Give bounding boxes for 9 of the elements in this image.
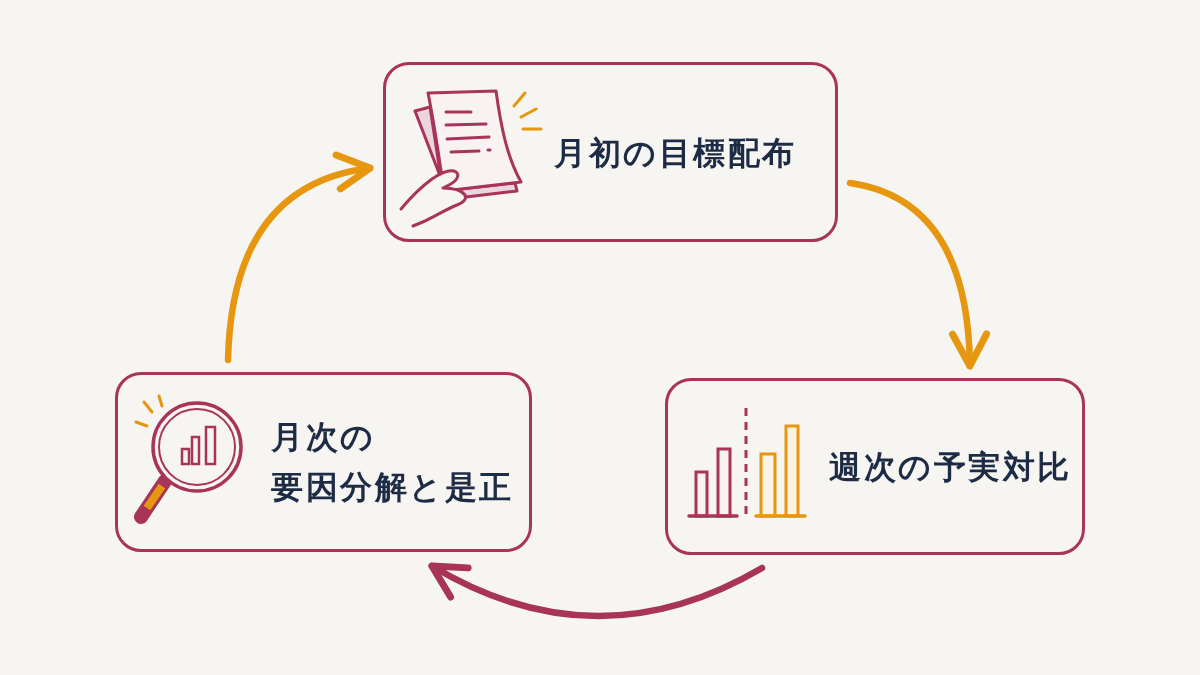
process-box (665, 378, 1085, 555)
curved-arrow (428, 562, 766, 620)
process-box (383, 62, 838, 242)
step-label: 週次の予実対比 (829, 446, 1072, 488)
process-box (115, 372, 532, 552)
curved-arrow (224, 153, 374, 364)
step-label: 月初の目標配布 (554, 133, 797, 175)
curved-arrow (846, 179, 990, 370)
step-label: 月次の要因分解と是正 (271, 417, 514, 508)
